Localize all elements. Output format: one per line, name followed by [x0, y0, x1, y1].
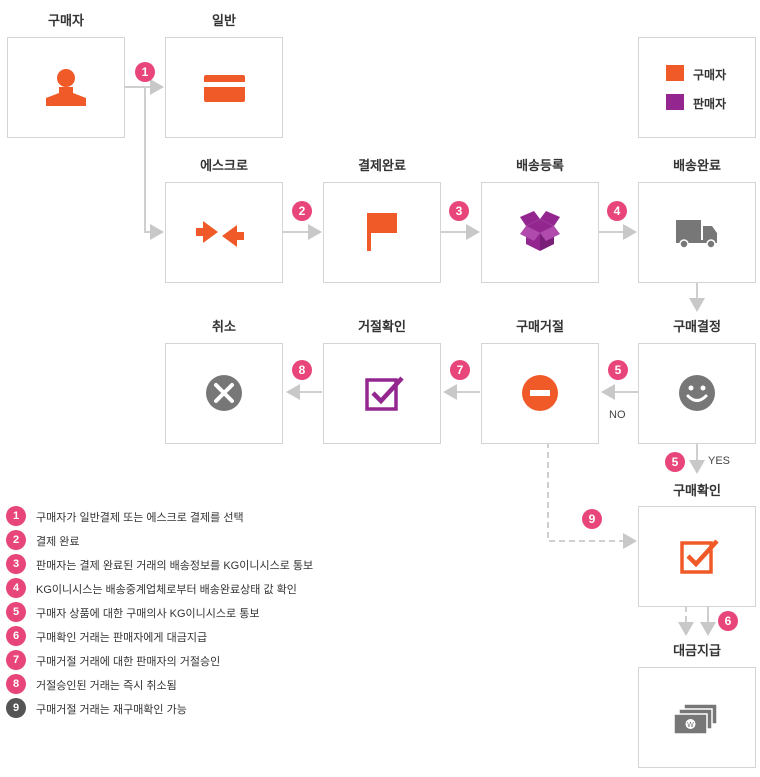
node-label-buyer: 구매자 [48, 13, 84, 28]
node-buy-confirm [638, 506, 756, 607]
node-general [165, 37, 283, 138]
node-label-ship-register: 배송등록 [516, 158, 564, 173]
note-number: 6 [6, 626, 26, 646]
note-number: 4 [6, 578, 26, 598]
note-text: KG이니시스는 배송중계업체로부터 배송완료상태 값 확인 [36, 584, 297, 596]
node-label-buy-decision: 구매결정 [673, 319, 721, 334]
person-icon [46, 69, 86, 106]
node-ship-done [638, 182, 756, 283]
legend-label-buyer: 구매자 [693, 68, 727, 82]
box-icon [520, 211, 560, 251]
node-label-buy-confirm: 구매확인 [673, 483, 721, 498]
truck-icon [676, 220, 717, 249]
smiley-icon [679, 375, 715, 411]
arrow-reject-confirm-dashed [547, 442, 637, 549]
node-payout: W [638, 667, 756, 768]
node-reject-confirm [323, 343, 441, 444]
step-badge-1: 1 [135, 62, 155, 82]
step-badge-2: 2 [292, 201, 312, 221]
node-label-payment-done: 결제완료 [358, 158, 406, 173]
step-badge-7: 7 [450, 360, 470, 380]
note-number: 8 [6, 674, 26, 694]
note-text: 판매자는 결제 완료된 거래의 배송정보를 KG이니시스로 통보 [36, 560, 314, 572]
note-text: 구매거절 거래에 대한 판매자의 거절승인 [36, 656, 221, 668]
note-text: 구매확인 거래는 판매자에게 대금지급 [36, 632, 208, 644]
node-ship-register [481, 182, 599, 283]
step-badge-5-no: 5 [608, 360, 628, 380]
node-label-buy-reject: 구매거절 [516, 319, 564, 334]
legend-label-seller: 판매자 [693, 97, 727, 111]
note-text: 거절승인된 거래는 즉시 취소됨 [36, 680, 177, 692]
note-number: 5 [6, 602, 26, 622]
node-label-ship-done: 배송완료 [673, 158, 721, 173]
node-label-escrow: 에스크로 [200, 158, 248, 173]
legend-swatch-seller [666, 94, 684, 110]
node-buy-decision [638, 343, 756, 444]
node-buy-reject [481, 343, 599, 444]
note-number: 1 [6, 506, 26, 526]
step-badge-6: 6 [718, 611, 738, 631]
note-number: 2 [6, 530, 26, 550]
node-buyer [7, 37, 125, 138]
legend-swatch-buyer [666, 65, 684, 81]
flag-icon [367, 213, 397, 251]
minus-circle-icon [522, 375, 558, 411]
node-label-reject-confirm: 거절확인 [358, 319, 406, 334]
step-badge-5-yes: 5 [665, 452, 685, 472]
note-text: 구매자 상품에 대한 구매의사 KG이니시스로 통보 [36, 608, 260, 620]
branch-label-yes: YES [708, 455, 731, 467]
node-label-payout: 대금지급 [673, 643, 721, 658]
note-number: 7 [6, 650, 26, 670]
node-cancel [165, 343, 283, 444]
node-label-cancel: 취소 [212, 319, 236, 334]
node-escrow [165, 182, 283, 283]
step-badge-8: 8 [292, 360, 312, 380]
note-text: 결제 완료 [36, 536, 80, 548]
arrow-buyer-escrow [144, 87, 164, 240]
note-number: 3 [6, 554, 26, 574]
node-payment-done [323, 182, 441, 283]
note-number: 9 [6, 698, 26, 718]
step-badge-9: 9 [582, 509, 602, 529]
node-label-general: 일반 [212, 13, 236, 28]
credit-card-icon [204, 75, 245, 102]
step-badge-4: 4 [607, 201, 627, 221]
money-icon: W [673, 703, 718, 735]
step-badge-3: 3 [449, 201, 469, 221]
checkbox-icon [680, 539, 719, 574]
x-circle-icon [206, 375, 242, 411]
svg-text:W: W [687, 721, 694, 729]
escrow-arrows-icon [196, 221, 244, 247]
legend-box [638, 37, 756, 138]
note-text: 구매거절 거래는 재구매확인 가능 [36, 704, 187, 716]
branch-label-no: NO [609, 409, 626, 421]
checkbox-icon [365, 376, 404, 411]
note-text: 구매자가 일반결제 또는 에스크로 결제를 선택 [36, 512, 244, 524]
